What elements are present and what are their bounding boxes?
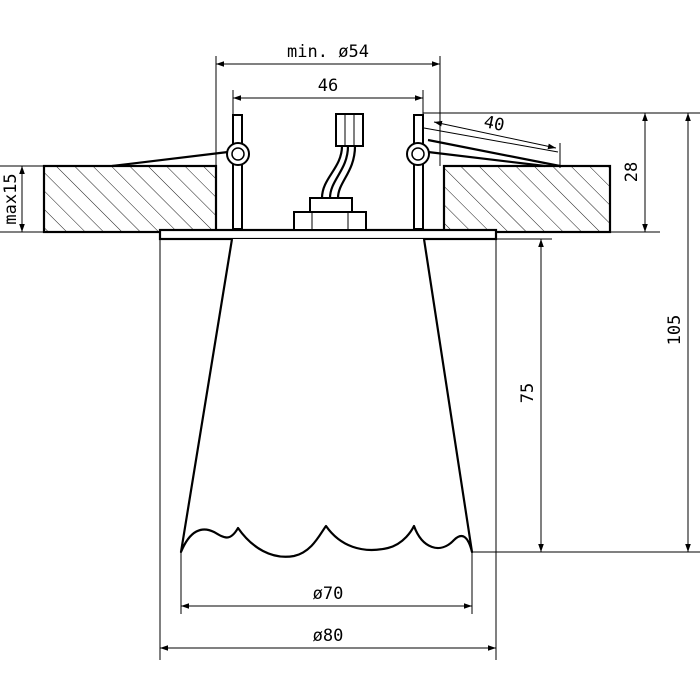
ceiling-section-left bbox=[42, 164, 218, 234]
label-75: 75 bbox=[518, 383, 538, 403]
label-min-54: min. ø54 bbox=[287, 42, 369, 62]
label-28: 28 bbox=[622, 162, 642, 182]
dimension-75: 75 bbox=[518, 239, 544, 552]
dimension-28: 28 bbox=[622, 113, 648, 232]
dimension-80: ø80 bbox=[160, 626, 496, 651]
dimension-46: 46 bbox=[233, 76, 423, 101]
dimension-105: 105 bbox=[665, 113, 691, 552]
label-80: ø80 bbox=[313, 626, 344, 646]
dimension-max-15: max15 bbox=[1, 166, 25, 232]
spring-clip-right bbox=[406, 114, 561, 230]
label-105: 105 bbox=[665, 315, 685, 346]
ceiling-section-right bbox=[442, 164, 612, 234]
flange bbox=[158, 228, 498, 241]
glass-shade bbox=[179, 238, 474, 558]
dimension-70: ø70 bbox=[181, 584, 472, 609]
dimension-min-54: min. ø54 bbox=[216, 42, 440, 67]
terminal-block bbox=[320, 113, 364, 199]
label-46: 46 bbox=[318, 76, 338, 96]
dimension-40: 40 bbox=[433, 112, 557, 150]
label-40: 40 bbox=[482, 112, 506, 136]
label-max-15: max15 bbox=[1, 173, 21, 224]
spring-clip-left bbox=[111, 114, 250, 230]
label-70: ø70 bbox=[313, 584, 344, 604]
lamp-socket bbox=[293, 197, 367, 231]
